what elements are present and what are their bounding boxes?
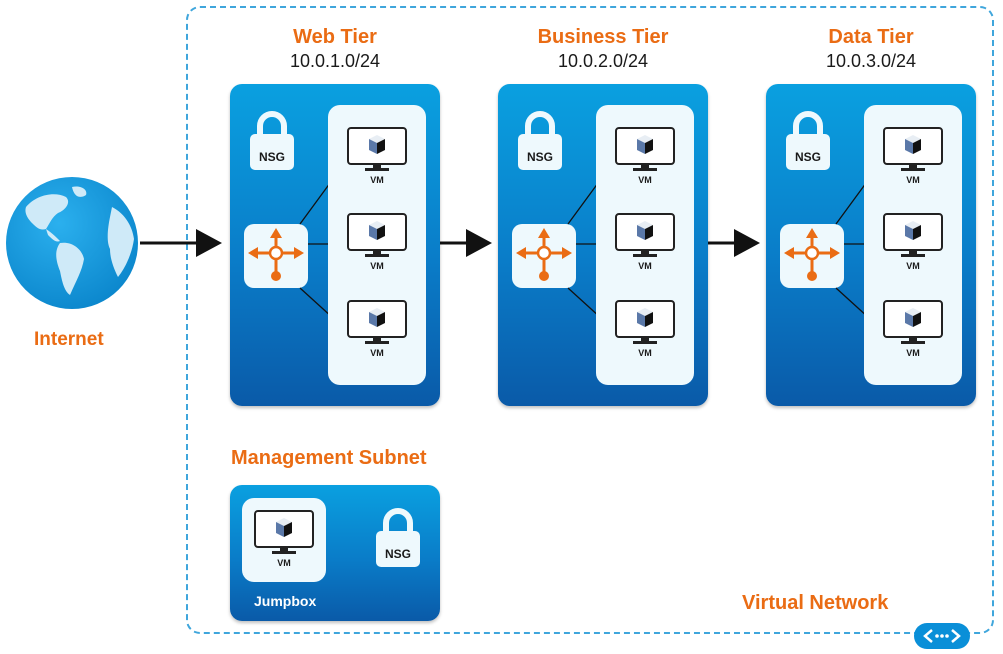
lock-icon [376, 508, 420, 567]
nsg-icon: NSG [786, 110, 830, 174]
load-balancer-icon [512, 224, 576, 288]
vm-label: VM [906, 175, 920, 185]
web-tier-subnet: 10.0.1.0/24 [289, 51, 381, 71]
vm-label: VM [906, 348, 920, 358]
vnet-connector-icon [914, 623, 970, 649]
vm-label: VM [638, 175, 652, 185]
vm-node[interactable]: VM [346, 127, 408, 197]
nsg-label: NSG [794, 150, 821, 164]
monitor-icon [615, 300, 675, 344]
vm-node[interactable]: VM [882, 300, 944, 370]
vm-label: VM [370, 261, 384, 271]
vm-node: VM [253, 510, 315, 580]
virtual-network-boundary [186, 6, 994, 634]
vm-label: VM [638, 261, 652, 271]
data-tier-subnet: 10.0.3.0/24 [825, 51, 917, 71]
vm-node[interactable]: VM [346, 300, 408, 370]
vm-label: VM [638, 348, 652, 358]
vm-label: VM [277, 558, 291, 568]
vm-panel: VM VM VM [596, 105, 694, 385]
nsg-label: NSG [258, 150, 285, 164]
vm-node[interactable]: VM [346, 213, 408, 283]
arrow-internet-to-web [140, 229, 222, 257]
monitor-icon [883, 213, 943, 257]
vm-node[interactable]: VM [614, 300, 676, 370]
data-tier-title: Data Tier [828, 26, 914, 48]
globe-icon [6, 177, 138, 309]
vm-node[interactable]: VM [614, 213, 676, 283]
monitor-icon [254, 510, 314, 554]
load-balancer-icon [244, 224, 308, 288]
monitor-icon [883, 300, 943, 344]
monitor-icon [347, 213, 407, 257]
vm-node[interactable]: VM [882, 213, 944, 283]
jumpbox-label: Jumpbox [254, 593, 317, 609]
web-tier-title: Web Tier [293, 26, 377, 48]
virtual-network-label: Virtual Network [742, 592, 889, 614]
business-tier-title: Business Tier [537, 26, 669, 48]
lock-icon [518, 111, 562, 170]
nsg-label: NSG [384, 547, 411, 561]
arrow-business-to-data [708, 229, 760, 257]
web-tier-subnet-box: NSG VM [230, 84, 440, 406]
nsg-icon: NSG [376, 507, 420, 571]
management-subnet-title: Management Subnet [231, 447, 427, 469]
internet-label: Internet [34, 329, 104, 350]
business-tier-subnet-box: NSG VM [498, 84, 708, 406]
vm-node[interactable]: VM [882, 127, 944, 197]
jumpbox-vm[interactable]: VM [242, 498, 326, 582]
management-subnet-box: VM Jumpbox NSG [230, 485, 440, 621]
load-balancer-icon [780, 224, 844, 288]
monitor-icon [347, 300, 407, 344]
lock-icon [250, 111, 294, 170]
vm-panel: VM VM VM [328, 105, 426, 385]
nsg-icon: NSG [518, 110, 562, 174]
business-tier-subnet: 10.0.2.0/24 [557, 51, 649, 71]
data-tier-subnet-box: NSG VM [766, 84, 976, 406]
monitor-icon [615, 127, 675, 171]
monitor-icon [883, 127, 943, 171]
vm-label: VM [370, 348, 384, 358]
monitor-icon [347, 127, 407, 171]
nsg-icon: NSG [250, 110, 294, 174]
lock-icon [786, 111, 830, 170]
nsg-label: NSG [526, 150, 553, 164]
vm-label: VM [906, 261, 920, 271]
vm-panel: VM VM VM [864, 105, 962, 385]
vm-label: VM [370, 175, 384, 185]
monitor-icon [615, 213, 675, 257]
arrow-web-to-business [440, 229, 492, 257]
vm-node[interactable]: VM [614, 127, 676, 197]
